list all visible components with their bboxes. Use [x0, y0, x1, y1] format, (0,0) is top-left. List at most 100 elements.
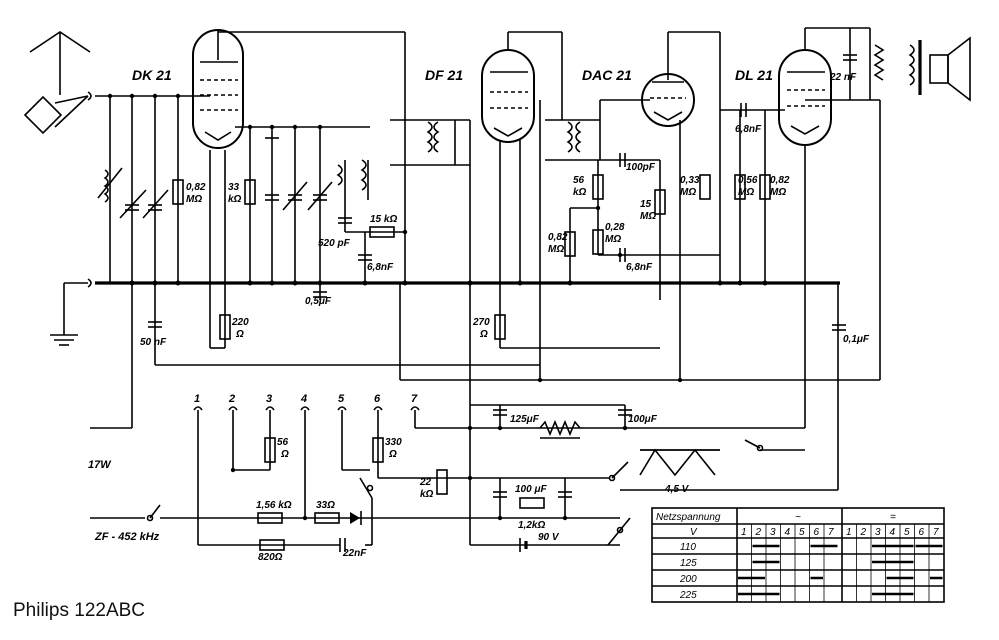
tube-label-dk21: DK 21	[132, 67, 172, 83]
label-r-12k: 1,2kΩ	[518, 520, 545, 531]
label-r-056m: 0,56	[738, 175, 758, 186]
terminal-label-6: 6	[374, 393, 381, 405]
label-r-082-a: 0,82	[186, 182, 206, 193]
table-row-225: 225	[679, 590, 697, 601]
label-c-68nf-a: 6,8nF	[367, 262, 394, 273]
label-r-033m-unit: MΩ	[680, 187, 696, 198]
terminal-label-3: 3	[266, 393, 272, 405]
label-17w: 17W	[88, 459, 112, 471]
label-r-15k: 15 kΩ	[370, 214, 397, 225]
diode	[350, 511, 362, 525]
label-r-082-b: 0,82	[548, 232, 568, 243]
tube-df21	[481, 49, 535, 143]
label-r-220-unit: Ω	[235, 329, 244, 340]
label-r-820: 820Ω	[258, 552, 283, 563]
dc-col-4: 4	[890, 527, 896, 538]
capacitors	[119, 54, 857, 552]
label-c-100pf: 100pF	[626, 162, 656, 173]
model-caption: Philips 122ABC	[13, 600, 146, 621]
label-zf: ZF - 452 kHz	[94, 531, 160, 543]
table-row-200: 200	[679, 574, 697, 585]
label-r-33: 33	[228, 182, 240, 193]
label-r-56: 56	[277, 437, 289, 448]
label-c-05uf: 0,5μF	[305, 296, 332, 307]
label-r-270: 270	[472, 317, 490, 328]
label-c-22nf: 22 nF	[829, 72, 857, 83]
label-r-028m-unit: MΩ	[605, 234, 621, 245]
battery-90v	[519, 538, 528, 552]
dc-col-5: 5	[904, 527, 910, 538]
label-r-082-a-unit: MΩ	[186, 194, 202, 205]
label-r-220: 220	[231, 317, 249, 328]
table-row-125: 125	[680, 558, 697, 569]
label-r-22k-unit: kΩ	[420, 489, 434, 500]
switches	[146, 439, 764, 546]
label-battery-45v: 4,5 V	[664, 484, 690, 495]
tube-label-dl21: DL 21	[735, 67, 773, 83]
ac-col-3: 3	[770, 527, 776, 538]
ac-col-5: 5	[799, 527, 805, 538]
label-r-15m: 15	[640, 199, 652, 210]
input-terminals	[193, 406, 420, 411]
label-r-15m-unit: MΩ	[640, 211, 656, 222]
tube-dl21	[778, 49, 832, 146]
loudspeaker-icon	[873, 36, 971, 102]
label-r-56k-unit: kΩ	[573, 187, 587, 198]
label-r-156k: 1,56 kΩ	[256, 500, 292, 511]
antenna	[23, 31, 92, 135]
label-r-56-unit: Ω	[280, 449, 289, 460]
terminal-label-5: 5	[338, 393, 345, 405]
label-c-100uf-a: 100μF	[628, 414, 658, 425]
label-r-033m: 0,33	[680, 175, 700, 186]
table-v-label: V	[690, 527, 698, 538]
tube-label-df21: DF 21	[425, 67, 463, 83]
label-battery-90v: 90 V	[538, 532, 560, 543]
table-ac-symbol: ~	[795, 512, 801, 523]
tube-dac21	[641, 73, 695, 127]
junctions	[107, 93, 768, 521]
dc-col-7: 7	[933, 527, 939, 538]
label-r-33-unit: kΩ	[228, 194, 242, 205]
ground-symbol	[50, 278, 92, 346]
dc-col-1: 1	[846, 527, 852, 538]
label-r-082-b-unit: MΩ	[548, 244, 564, 255]
label-c-125uf: 125μF	[510, 414, 540, 425]
dc-col-6: 6	[919, 527, 925, 538]
dc-col-3: 3	[875, 527, 881, 538]
label-r-330-unit: Ω	[388, 449, 397, 460]
label-c-22nf-b: 22nF	[342, 548, 367, 559]
coils	[97, 121, 582, 203]
table-dc-symbol: =	[890, 512, 896, 523]
label-r-056m-unit: MΩ	[738, 187, 754, 198]
label-r-22k: 22	[419, 477, 432, 488]
dc-col-2: 2	[860, 527, 867, 538]
label-r-56k: 56	[573, 175, 585, 186]
resistors	[172, 174, 771, 551]
terminal-label-7: 7	[411, 393, 418, 405]
tube-label-dac21: DAC 21	[582, 67, 632, 83]
ac-col-4: 4	[785, 527, 791, 538]
ac-col-2: 2	[755, 527, 762, 538]
label-r-082-c-unit: MΩ	[770, 187, 786, 198]
label-r-028m: 0,28	[605, 222, 625, 233]
table-header: Netzspannung	[656, 512, 721, 523]
table-row-110: 110	[680, 542, 696, 553]
label-r-33ohm: 33Ω	[316, 500, 335, 511]
tube-dk21	[192, 29, 244, 149]
label-c-68nf-c: 6,8nF	[735, 124, 762, 135]
label-c-68nf-b: 6,8nF	[626, 262, 653, 273]
ac-col-7: 7	[828, 527, 834, 538]
label-r-330: 330	[385, 437, 402, 448]
ac-col-1: 1	[741, 527, 747, 538]
label-c-100uf-b: 100 μF	[515, 484, 547, 495]
label-r-082-c: 0,82	[770, 175, 790, 186]
label-c-50nf: 50 nF	[140, 337, 167, 348]
terminal-label-2: 2	[228, 393, 235, 405]
label-c-520pf: 520 pF	[318, 238, 351, 249]
label-r-270-unit: Ω	[479, 329, 488, 340]
terminal-label-1: 1	[194, 393, 200, 405]
ac-col-6: 6	[814, 527, 820, 538]
wiring	[90, 27, 881, 546]
